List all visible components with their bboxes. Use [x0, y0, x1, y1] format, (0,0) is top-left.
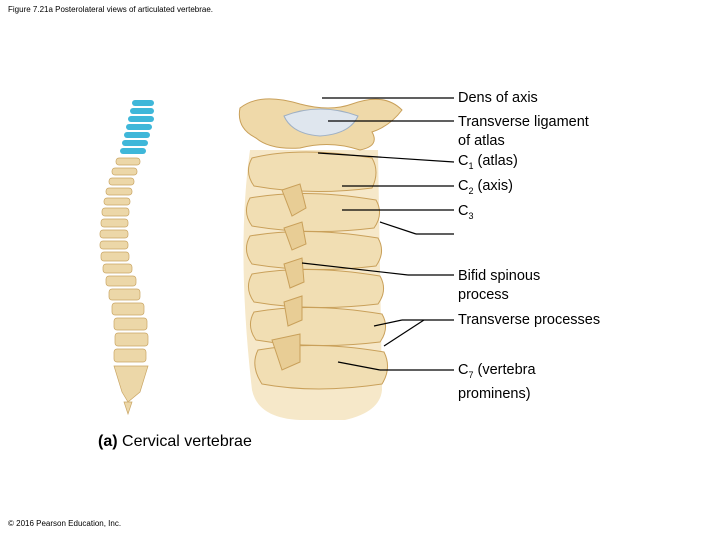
- leader-tp-upper: [373, 319, 403, 327]
- label-c1: C1 (atlas): [458, 152, 518, 176]
- panel-title: (a) Cervical vertebrae: [98, 433, 252, 451]
- label-c1-letter: C: [458, 153, 469, 169]
- label-transverse-processes: Transverse processes: [458, 312, 601, 328]
- label-c3: C3: [458, 202, 474, 226]
- label-dens-of-axis: Dens of axis: [458, 90, 538, 106]
- leader-c3-tp-a: [379, 221, 417, 235]
- leader-tp-lower: [383, 319, 425, 347]
- leader-bifid-a: [301, 262, 409, 276]
- cervical-column-illustration: [238, 98, 403, 420]
- spinal-column-overview: [99, 100, 154, 416]
- thoracic-lumbar-column: [99, 157, 149, 416]
- label-c2-text: (axis): [477, 178, 513, 194]
- label-c1-sub: 1: [468, 160, 474, 171]
- label-c7-text: (vertebra: [477, 362, 536, 378]
- leader-lines: [301, 97, 455, 371]
- label-c7-sub: 7: [468, 369, 474, 380]
- label-bifid-line1: Bifid spinous: [458, 268, 541, 284]
- cervical-region-highlight: [120, 100, 154, 154]
- label-c3-sub: 3: [468, 210, 474, 221]
- label-bifid-spinous-process: Bifid spinous process: [458, 267, 540, 305]
- label-c7-letter: C: [458, 362, 469, 378]
- label-c3-letter: C: [458, 203, 469, 219]
- label-bifid-line2: process: [458, 287, 509, 303]
- label-transverse-ligament-line1: Transverse ligament: [458, 114, 589, 130]
- label-transverse-ligament-line2: of atlas: [458, 133, 505, 149]
- label-c2-letter: C: [458, 178, 469, 194]
- panel-name: Cervical vertebrae: [122, 433, 252, 450]
- label-c2: C2 (axis): [458, 177, 513, 201]
- copyright-notice: © 2016 Pearson Education, Inc.: [8, 519, 122, 528]
- label-c2-sub: 2: [468, 185, 474, 196]
- leader-c7-a: [337, 361, 381, 371]
- label-transverse-ligament: Transverse ligament of atlas: [458, 113, 589, 151]
- label-c7: C7 (vertebra prominens): [458, 361, 536, 404]
- label-c1-text: (atlas): [477, 153, 518, 169]
- leader-c1: [317, 152, 455, 163]
- panel-letter: (a): [98, 433, 118, 450]
- label-c7-line2: prominens): [458, 385, 531, 402]
- figure-caption: Figure 7.21a Posterolateral views of art…: [8, 5, 213, 14]
